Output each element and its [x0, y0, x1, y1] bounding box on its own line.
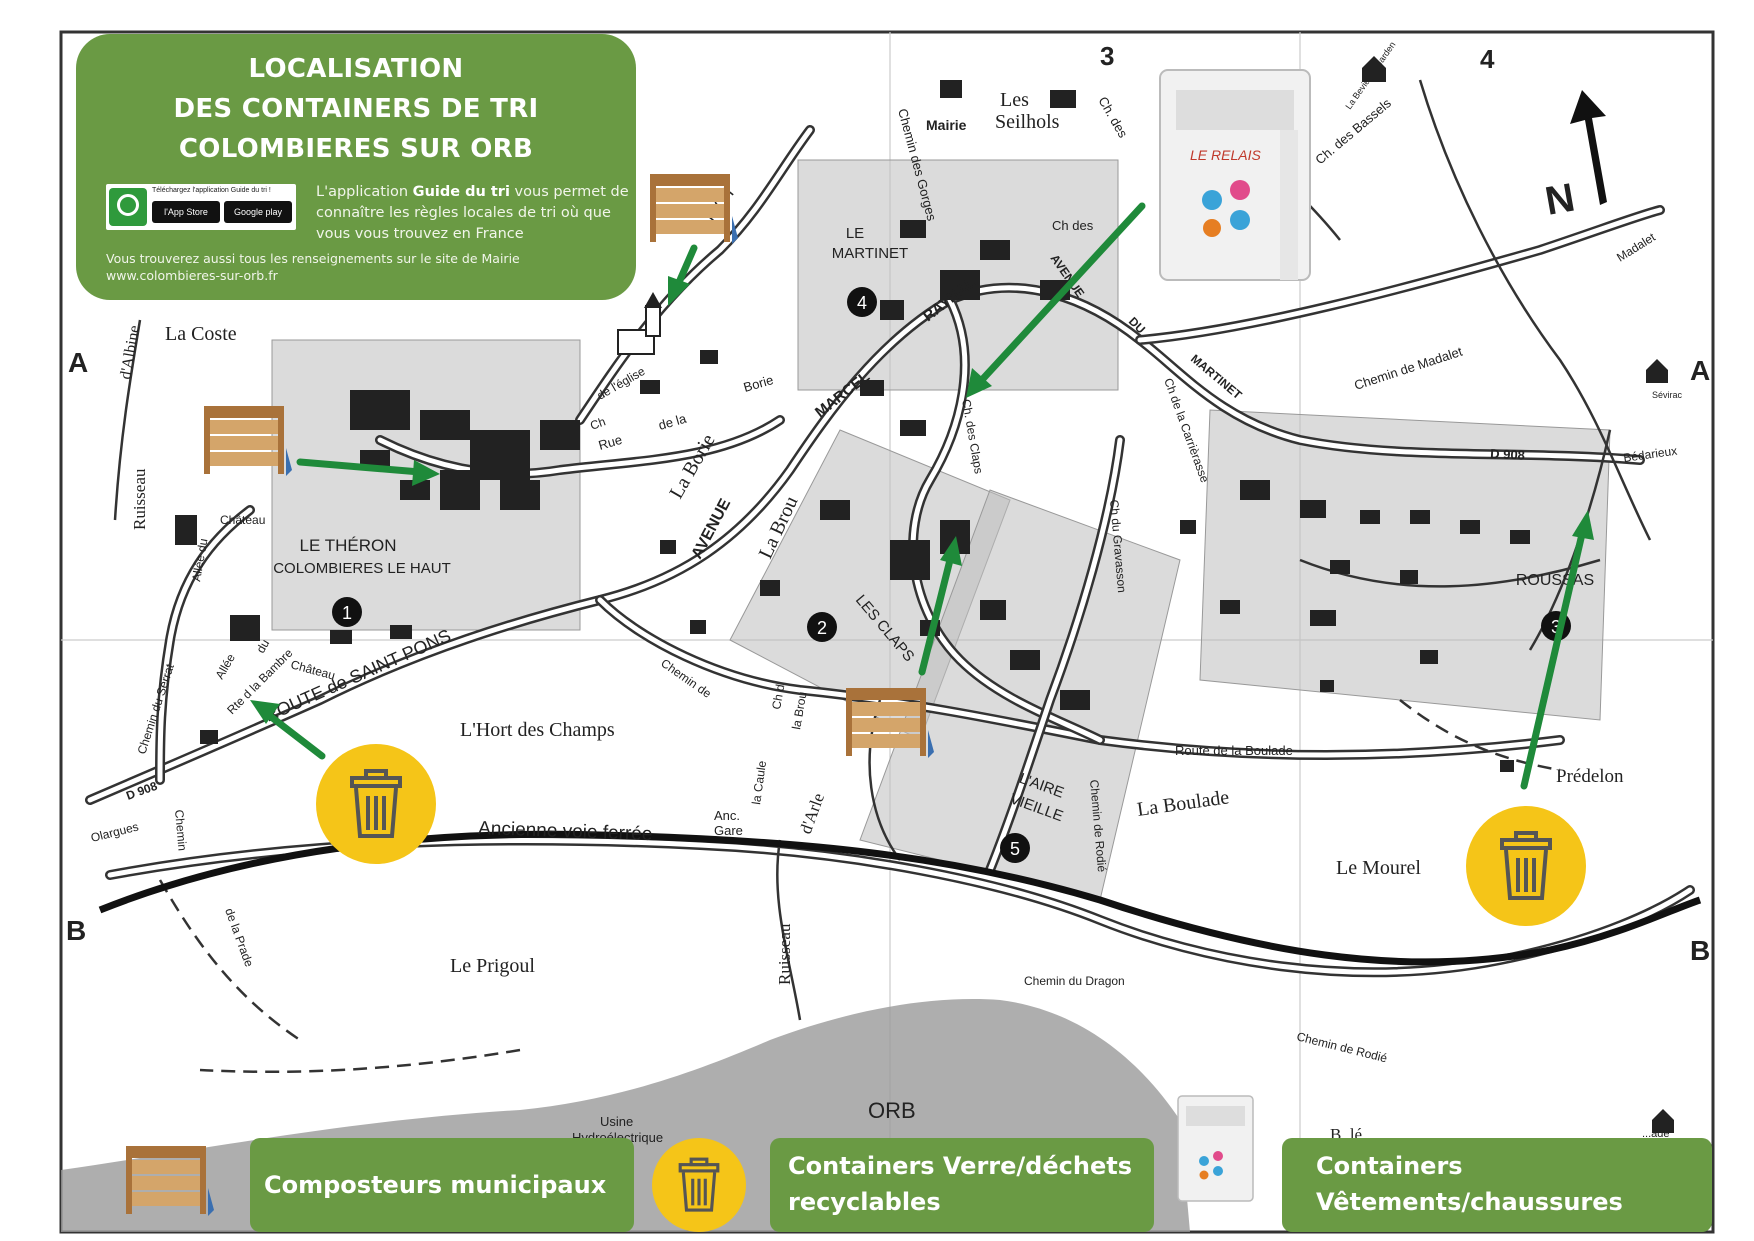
place-orb: ORB — [868, 1098, 916, 1123]
location-arrows — [250, 202, 1594, 790]
grid-row-b-right: B — [1690, 935, 1710, 966]
place-seilhols: Seilhols — [995, 111, 1060, 133]
legend-clothes-label-1: Containers — [1316, 1152, 1463, 1180]
zone-1-number: 1 — [342, 603, 352, 623]
website-note: Vous trouverez aussi tous les renseignem… — [106, 250, 626, 284]
grid-row-b-left: B — [66, 915, 86, 946]
zone-4-number: 4 — [857, 293, 867, 313]
grid-row-a-right: A — [1690, 355, 1710, 386]
zone-5-number: 5 — [1010, 839, 1020, 859]
zone-3-number: 3 — [1551, 617, 1561, 637]
glass-container-marker — [1466, 806, 1586, 926]
legend-glass-label-2: recyclables — [788, 1188, 941, 1216]
trash-can-icon — [678, 1157, 720, 1212]
relais-container-icons: LE RELAIS — [1159, 69, 1311, 1202]
place-usine: Usine — [600, 1114, 633, 1129]
road-chemin: Chemin — [172, 809, 190, 851]
relais-container-icon: LE RELAIS — [1159, 69, 1311, 281]
legend-bin-marker — [652, 1138, 746, 1232]
house-icon — [1652, 1109, 1674, 1133]
compost-bin-icon — [126, 1146, 214, 1216]
place-ruisseau-left: Ruisseau — [130, 468, 149, 530]
road-ch: Ch — [588, 414, 607, 432]
place-mairie: Mairie — [926, 117, 967, 133]
place-predelon: Prédelon — [1556, 766, 1624, 787]
app-store-button[interactable]: l'App Store — [152, 201, 220, 223]
trash-can-icon — [1500, 831, 1552, 900]
compost-bin-icon — [846, 688, 934, 758]
glass-container-marker — [316, 744, 436, 864]
compost-bin-icon — [650, 174, 738, 244]
place-hort: L'Hort des Champs — [460, 719, 615, 741]
road-la-caule: la Caule — [749, 760, 769, 806]
title-line-3: COLOMBIERES SUR ORB — [178, 134, 534, 164]
grid-references: 3 4 A A B B — [66, 41, 1710, 966]
place-la-coste: La Coste — [165, 323, 237, 345]
house-icon — [1646, 359, 1668, 383]
buildings — [175, 80, 1530, 772]
place-le-mourel: Le Mourel — [1336, 857, 1421, 879]
legend-compost: Composteurs municipaux — [250, 1138, 634, 1232]
compost-icons — [126, 174, 934, 1216]
zone-3-name: ROUSSAS — [1516, 572, 1594, 589]
road-ch-d: Ch d — [769, 683, 787, 710]
church-icon — [617, 292, 662, 355]
zone-1-name: LE THÉRON — [300, 536, 397, 555]
road-route-boulade: Route de la Boulade — [1175, 743, 1293, 758]
app-description: L'application Guide du tri vous permet d… — [316, 184, 629, 242]
website-note-text: Vous trouverez aussi tous les renseignem… — [106, 251, 520, 266]
website-url[interactable]: www.colombieres-sur-orb.fr — [106, 268, 278, 283]
legend-clothes: Containers Vêtements/chaussures — [1282, 1138, 1712, 1232]
grid-col-4: 4 — [1480, 44, 1495, 74]
zone-4-name2: MARTINET — [832, 245, 908, 262]
zone-2-number: 2 — [817, 618, 827, 638]
road-chemin-dragon: Chemin du Dragon — [1024, 974, 1125, 988]
app-name: Guide du tri — [412, 184, 510, 200]
road-la-brou: la Brou — [789, 691, 809, 731]
legend-glass-label-1: Containers Verre/déchets — [788, 1152, 1132, 1180]
place-anc: Anc. — [714, 808, 740, 823]
place-les: Les — [1000, 89, 1029, 111]
title-line-1: LOCALISATION — [248, 54, 464, 84]
place-gare: Gare — [714, 823, 743, 838]
zone-4-name: LE — [846, 225, 864, 242]
app-download-badge[interactable]: Téléchargez l'application Guide du tri !… — [106, 184, 296, 230]
title-line-2: DES CONTAINERS DE TRI — [173, 94, 539, 124]
road-chateau: Château — [220, 513, 265, 527]
house-icon — [1362, 56, 1386, 82]
grid-row-a-left: A — [68, 347, 88, 378]
title-panel: LOCALISATION DES CONTAINERS DE TRI COLOM… — [76, 34, 636, 300]
relais-brand: LE RELAIS — [1190, 147, 1261, 163]
place-sevirac: Sévirac — [1652, 390, 1683, 400]
guide-du-tri-logo-icon — [109, 188, 147, 226]
road-ch-des-1: Ch des — [1052, 218, 1094, 233]
legend-glass: Containers Verre/déchets recyclables — [770, 1138, 1154, 1232]
trash-can-icon — [350, 769, 402, 838]
legend-clothes-label-2: Vêtements/chaussures — [1316, 1188, 1623, 1216]
road-d908-right: D 908 — [1490, 446, 1525, 463]
road-du: du — [253, 637, 272, 656]
legend-compost-label: Composteurs municipaux — [264, 1171, 607, 1199]
zone-1-name2: COLOMBIERES LE HAUT — [273, 560, 451, 577]
google-play-button[interactable]: Google play — [224, 201, 292, 223]
place-le-prigoul: Le Prigoul — [450, 955, 535, 977]
grid-col-3: 3 — [1100, 41, 1114, 71]
place-ruisseau-mid: Ruisseau — [775, 923, 794, 985]
relais-container-icon — [1177, 1095, 1254, 1202]
compost-bin-icon — [204, 406, 292, 476]
house-icons — [1362, 56, 1674, 1133]
road-rue: Rue — [597, 432, 624, 453]
badge-caption: Téléchargez l'application Guide du tri ! — [152, 187, 271, 194]
